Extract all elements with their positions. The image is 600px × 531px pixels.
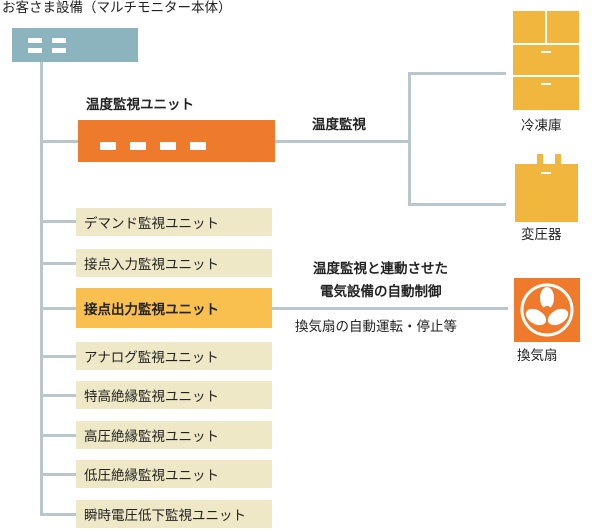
page-title: お客さま設備（マルチモニター本体） xyxy=(2,0,232,16)
branch-line xyxy=(40,434,76,437)
unit-label: 接点出力監視ユニット xyxy=(84,302,219,318)
linked-control-label-2: 電気設備の自動制御 xyxy=(320,284,442,300)
fan-action-label: 換気扇の自動運転・停止等 xyxy=(295,319,457,335)
fridge-label: 冷凍庫 xyxy=(521,118,562,134)
main-trunk-line xyxy=(40,62,43,516)
fan-icon xyxy=(514,278,580,342)
branch-line xyxy=(40,394,76,397)
branch-line xyxy=(40,355,76,358)
unit-demand: デマンド監視ユニット xyxy=(76,208,272,236)
temp-link-line xyxy=(275,140,410,143)
unit-contact-output: 接点出力監視ユニット xyxy=(76,288,272,328)
transformer-label: 変圧器 xyxy=(521,227,562,243)
unit-label: アナログ監視ユニット xyxy=(84,350,219,366)
unit-analog: アナログ監視ユニット xyxy=(76,342,272,370)
branch-line xyxy=(40,513,76,516)
temp-split-line xyxy=(408,72,411,206)
unit-label: 高圧絶縁監視ユニット xyxy=(84,429,219,445)
unit-low-insulation: 低圧絶縁監視ユニット xyxy=(76,460,272,488)
linked-control-label-1: 温度監視と連動させた xyxy=(313,261,448,277)
unit-contact-input: 接点入力監視ユニット xyxy=(76,249,272,277)
fan-link-line xyxy=(272,307,508,310)
unit-label: 接点入力監視ユニット xyxy=(84,257,219,273)
branch-line xyxy=(40,307,76,310)
branch-line xyxy=(40,220,76,223)
unit-label: 瞬時電圧低下監視ユニット xyxy=(84,508,246,524)
temperature-unit xyxy=(78,120,275,162)
temperature-link-label: 温度監視 xyxy=(312,117,366,133)
transformer-icon xyxy=(515,154,578,222)
unit-extra-high-insulation: 特高絶縁監視ユニット xyxy=(76,381,272,409)
branch-line xyxy=(40,262,76,265)
unit-high-insulation: 高圧絶縁監視ユニット xyxy=(76,421,272,449)
transformer-link-line xyxy=(408,203,506,206)
unit-label: 特高絶縁監視ユニット xyxy=(84,389,219,405)
fan-label: 換気扇 xyxy=(517,348,558,364)
fridge-link-line xyxy=(408,72,506,75)
branch-line xyxy=(40,473,76,476)
branch-line xyxy=(40,140,78,143)
unit-voltage-sag: 瞬時電圧低下監視ユニット xyxy=(76,500,272,528)
unit-label: 低圧絶縁監視ユニット xyxy=(84,468,219,484)
temperature-unit-label: 温度監視ユニット xyxy=(86,97,194,113)
fridge-icon xyxy=(513,11,579,110)
unit-label: デマンド監視ユニット xyxy=(84,216,219,232)
monitor-unit xyxy=(12,28,138,62)
